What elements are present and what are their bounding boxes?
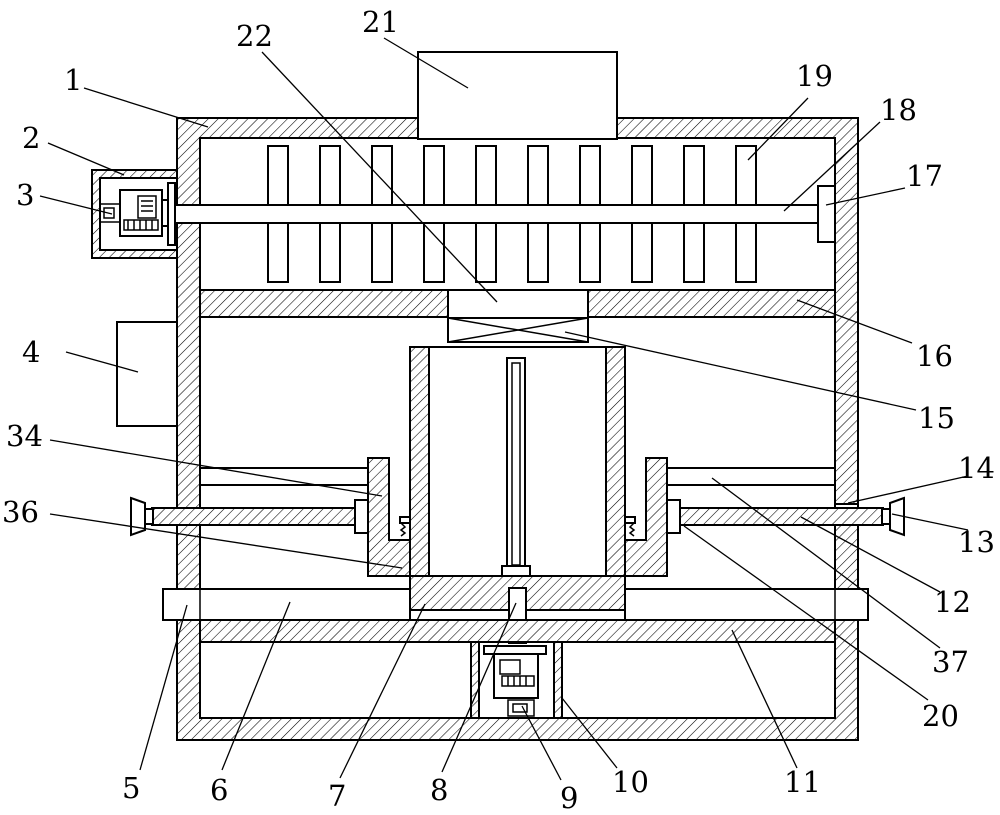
motor-left — [99, 182, 176, 246]
clamp-right — [624, 457, 905, 577]
label-37: 37 — [932, 645, 969, 679]
clamp-plate-left — [367, 457, 411, 577]
stirring-blade — [475, 222, 497, 283]
leader-lines — [39, 37, 969, 781]
label-9: 9 — [560, 781, 578, 815]
label-12: 12 — [934, 585, 971, 619]
feed-hopper — [417, 51, 618, 140]
motor-housing-bottom — [470, 641, 563, 719]
stirring-blade — [631, 222, 653, 283]
label-36: 36 — [2, 495, 39, 529]
label-19: 19 — [796, 59, 833, 93]
slide-bar-right — [624, 588, 869, 621]
clamp-plate-right — [624, 457, 668, 577]
stirring-blade — [371, 222, 393, 283]
stirring-blade — [371, 145, 393, 206]
stirring-blade — [735, 145, 757, 206]
spring-clip-right — [624, 516, 636, 537]
stirring-blade — [683, 145, 705, 206]
stirring-blade — [423, 222, 445, 283]
label-11: 11 — [784, 765, 821, 799]
bearing-block — [817, 185, 836, 243]
label-8: 8 — [430, 773, 448, 807]
discharge-funnel — [447, 289, 589, 319]
motor-bottom — [483, 645, 547, 717]
stirring-blades — [267, 145, 757, 283]
stirring-shaft — [174, 204, 819, 224]
stirring-blade — [683, 222, 705, 283]
base-plate — [199, 619, 836, 643]
stirring-blade — [475, 145, 497, 206]
motor-housing-left — [91, 169, 178, 259]
label-34: 34 — [6, 419, 43, 453]
label-13: 13 — [958, 525, 995, 559]
stirring-blade — [631, 145, 653, 206]
clamp-left — [130, 457, 411, 577]
stirring-blade — [735, 222, 757, 283]
label-5: 5 — [122, 771, 140, 805]
stirring-blade — [527, 222, 549, 283]
label-7: 7 — [328, 779, 346, 813]
label-21: 21 — [362, 5, 399, 39]
stirring-blade — [319, 222, 341, 283]
spring-clip-left — [399, 516, 411, 537]
label-10: 10 — [612, 765, 649, 799]
label-17: 17 — [906, 159, 943, 193]
stirring-blade — [319, 145, 341, 206]
bearing-right — [834, 503, 859, 509]
side-box — [116, 321, 178, 427]
container — [409, 346, 626, 580]
label-6: 6 — [210, 773, 228, 807]
label-4: 4 — [22, 335, 40, 369]
stirring-blade — [527, 145, 549, 206]
stirring-blade — [267, 222, 289, 283]
label-16: 16 — [916, 339, 953, 373]
label-18: 18 — [880, 93, 917, 127]
label-3: 3 — [16, 178, 34, 212]
stirring-blade — [423, 145, 445, 206]
labels: 1 2 3 4 5 6 7 8 9 10 11 12 13 14 15 16 1… — [2, 5, 995, 815]
stirring-blade — [579, 145, 601, 206]
valve — [447, 317, 589, 343]
stirring-blade — [267, 145, 289, 206]
label-14: 14 — [958, 451, 995, 485]
label-15: 15 — [918, 401, 955, 435]
label-2: 2 — [22, 121, 40, 155]
stirring-blade — [579, 222, 601, 283]
label-22: 22 — [236, 19, 273, 53]
label-20: 20 — [922, 699, 959, 733]
label-1: 1 — [64, 63, 82, 97]
